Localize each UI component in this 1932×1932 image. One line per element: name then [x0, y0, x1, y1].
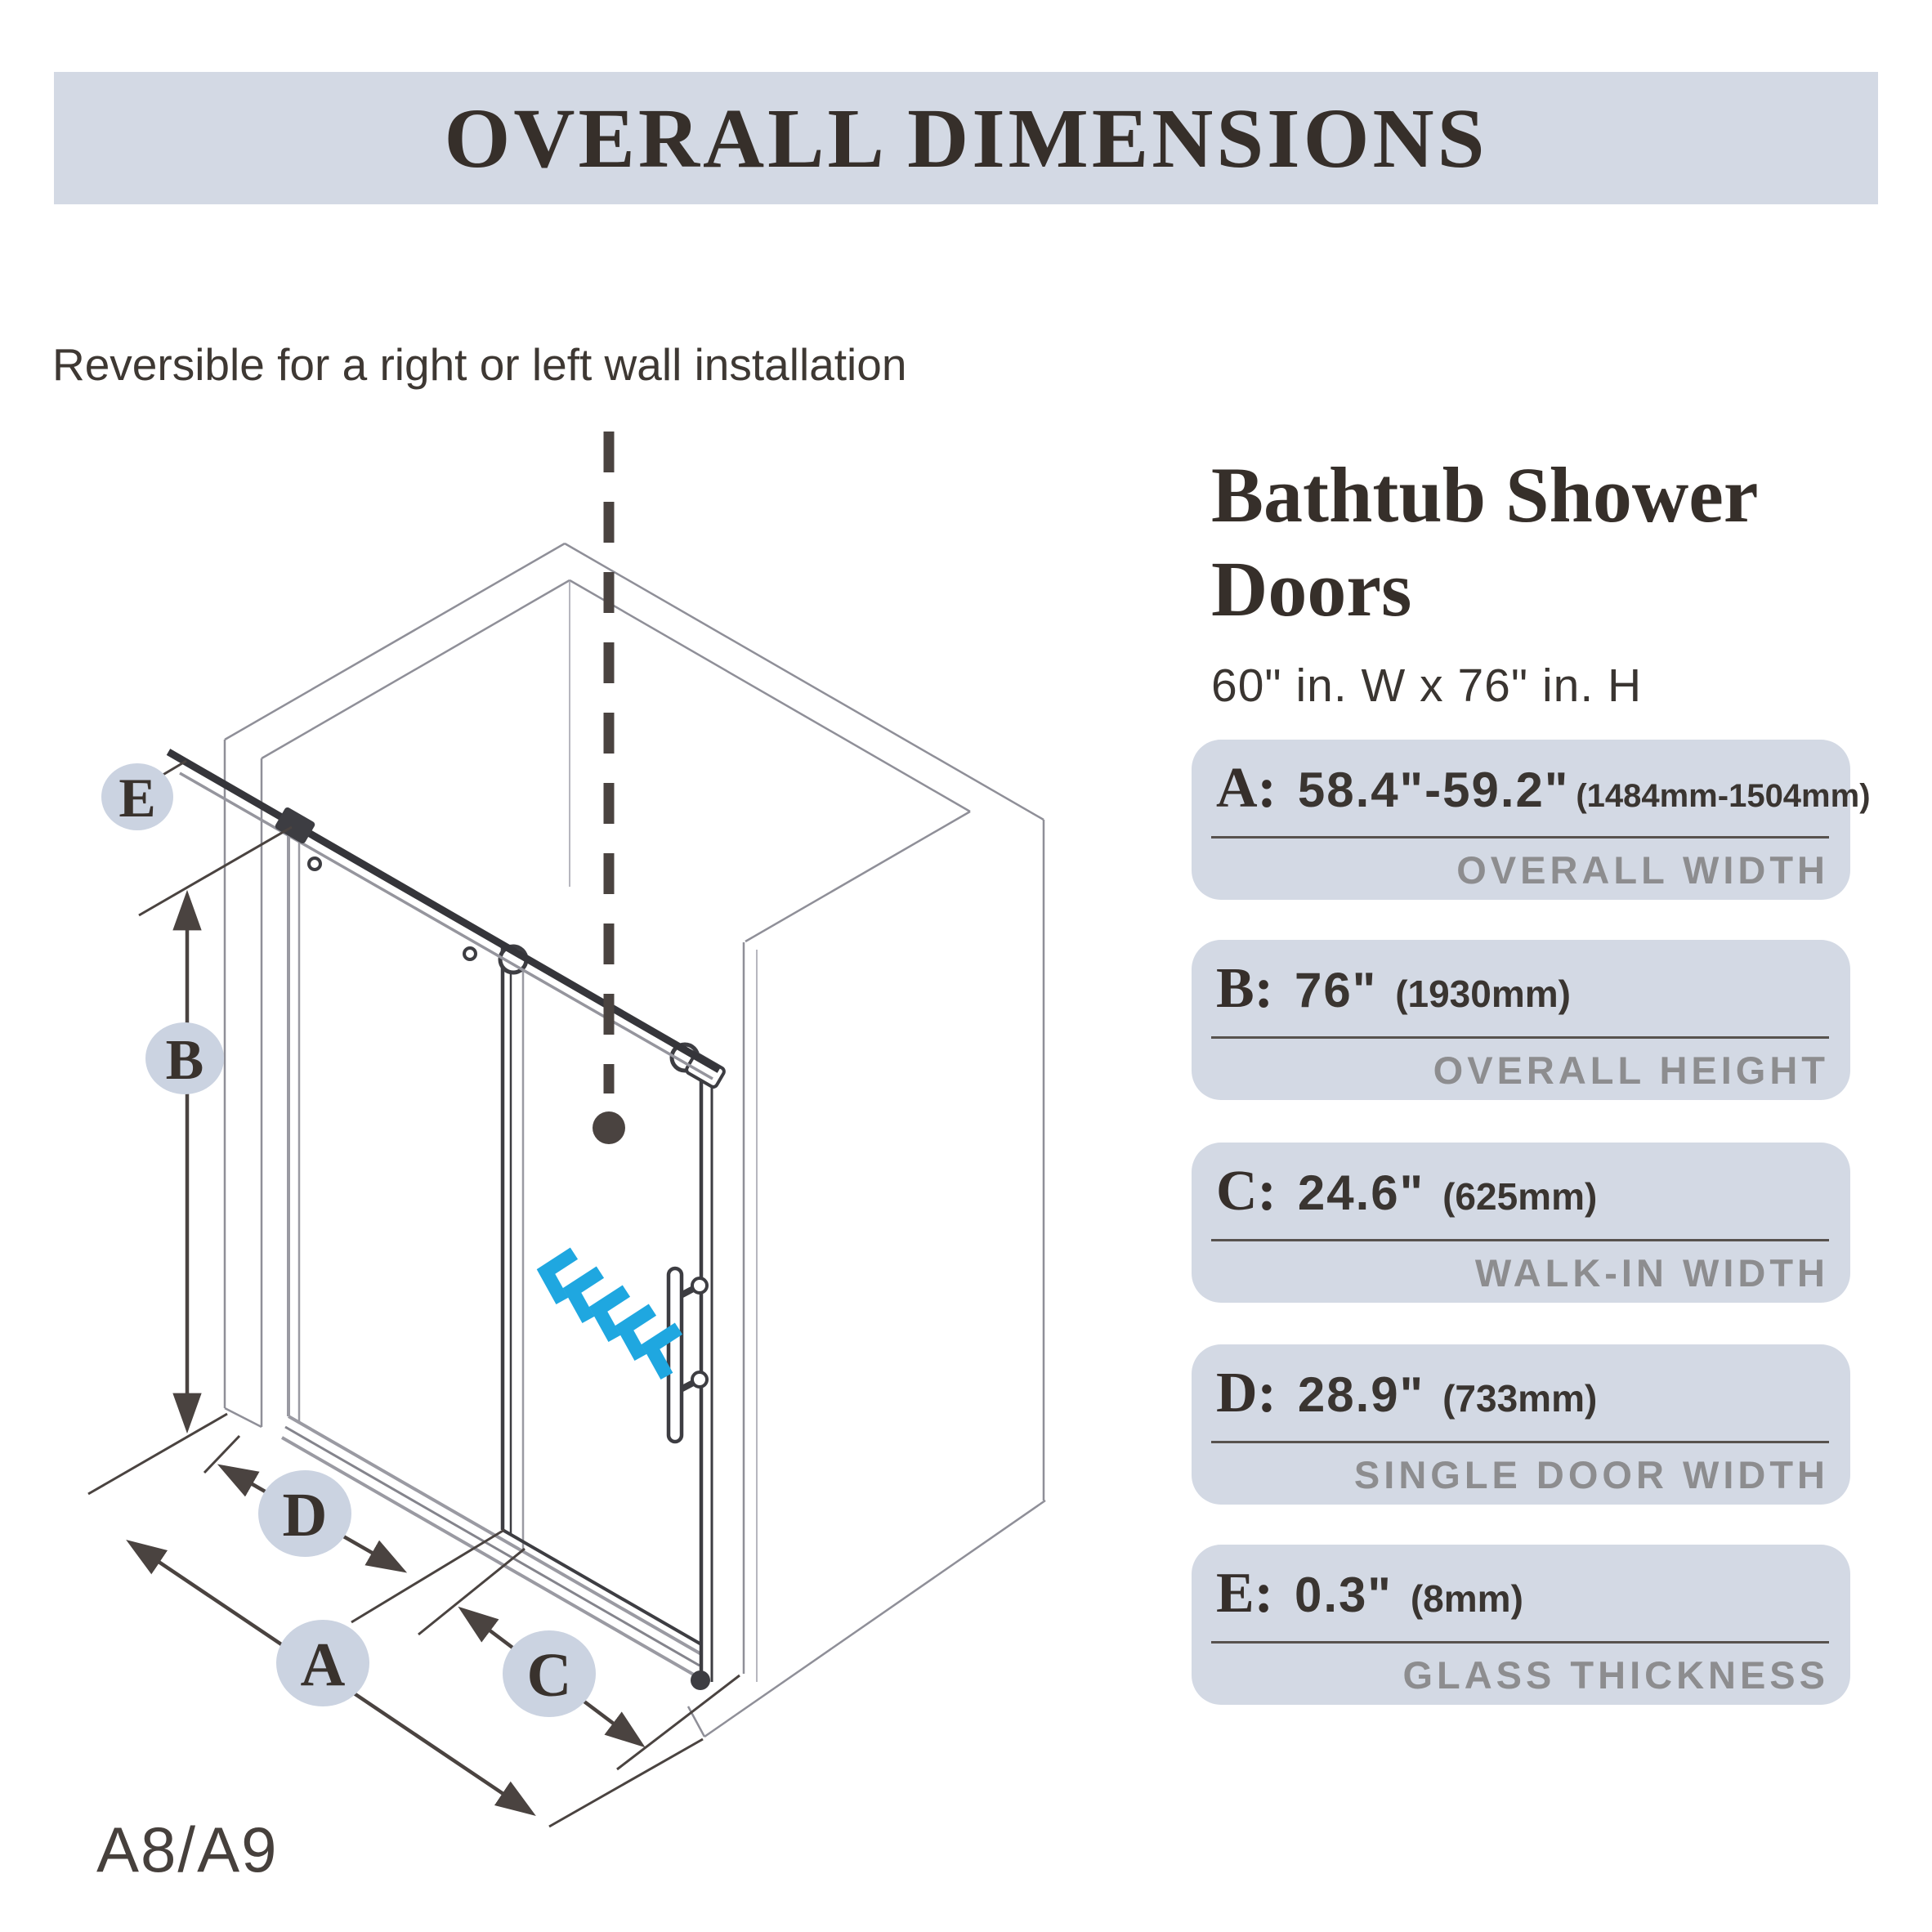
door-handle — [666, 1266, 709, 1444]
label-bubble-D — [258, 1470, 351, 1557]
label-bubble-E — [101, 763, 173, 830]
glass-screw — [463, 946, 477, 961]
model-code: A8/A9 — [96, 1813, 279, 1885]
label-bubble-A — [276, 1620, 369, 1706]
product-title-line2: Doors — [1211, 545, 1412, 633]
label-C: C — [527, 1641, 572, 1710]
track-end-stop — [691, 1670, 710, 1690]
top-track — [166, 749, 722, 1080]
label-B: B — [166, 1029, 204, 1092]
product-size: 60" in. W x 76" in. H — [1211, 660, 1643, 712]
page-title: OVERALL DIMENSIONS — [444, 91, 1488, 186]
product-heading: Bathtub Shower Doors 60" in. W x 76" in.… — [1211, 448, 1914, 713]
subtitle: Reversible for a right or left wall inst… — [52, 339, 907, 390]
center-axis-line — [593, 432, 625, 1144]
glass-screw — [307, 856, 322, 871]
label-A: A — [301, 1630, 346, 1699]
label-D: D — [283, 1481, 328, 1550]
label-bubble-B — [145, 1022, 224, 1094]
dimension-labels: E B D A C — [101, 763, 596, 1717]
label-E: E — [119, 767, 155, 829]
title-banner: OVERALL DIMENSIONS — [54, 72, 1878, 204]
slide-direction-arrows — [536, 1247, 683, 1380]
label-bubble-C — [503, 1630, 596, 1717]
product-title-line1: Bathtub Shower — [1211, 451, 1759, 539]
wall-outlines — [223, 542, 1046, 1738]
glass-clamp — [275, 807, 315, 844]
